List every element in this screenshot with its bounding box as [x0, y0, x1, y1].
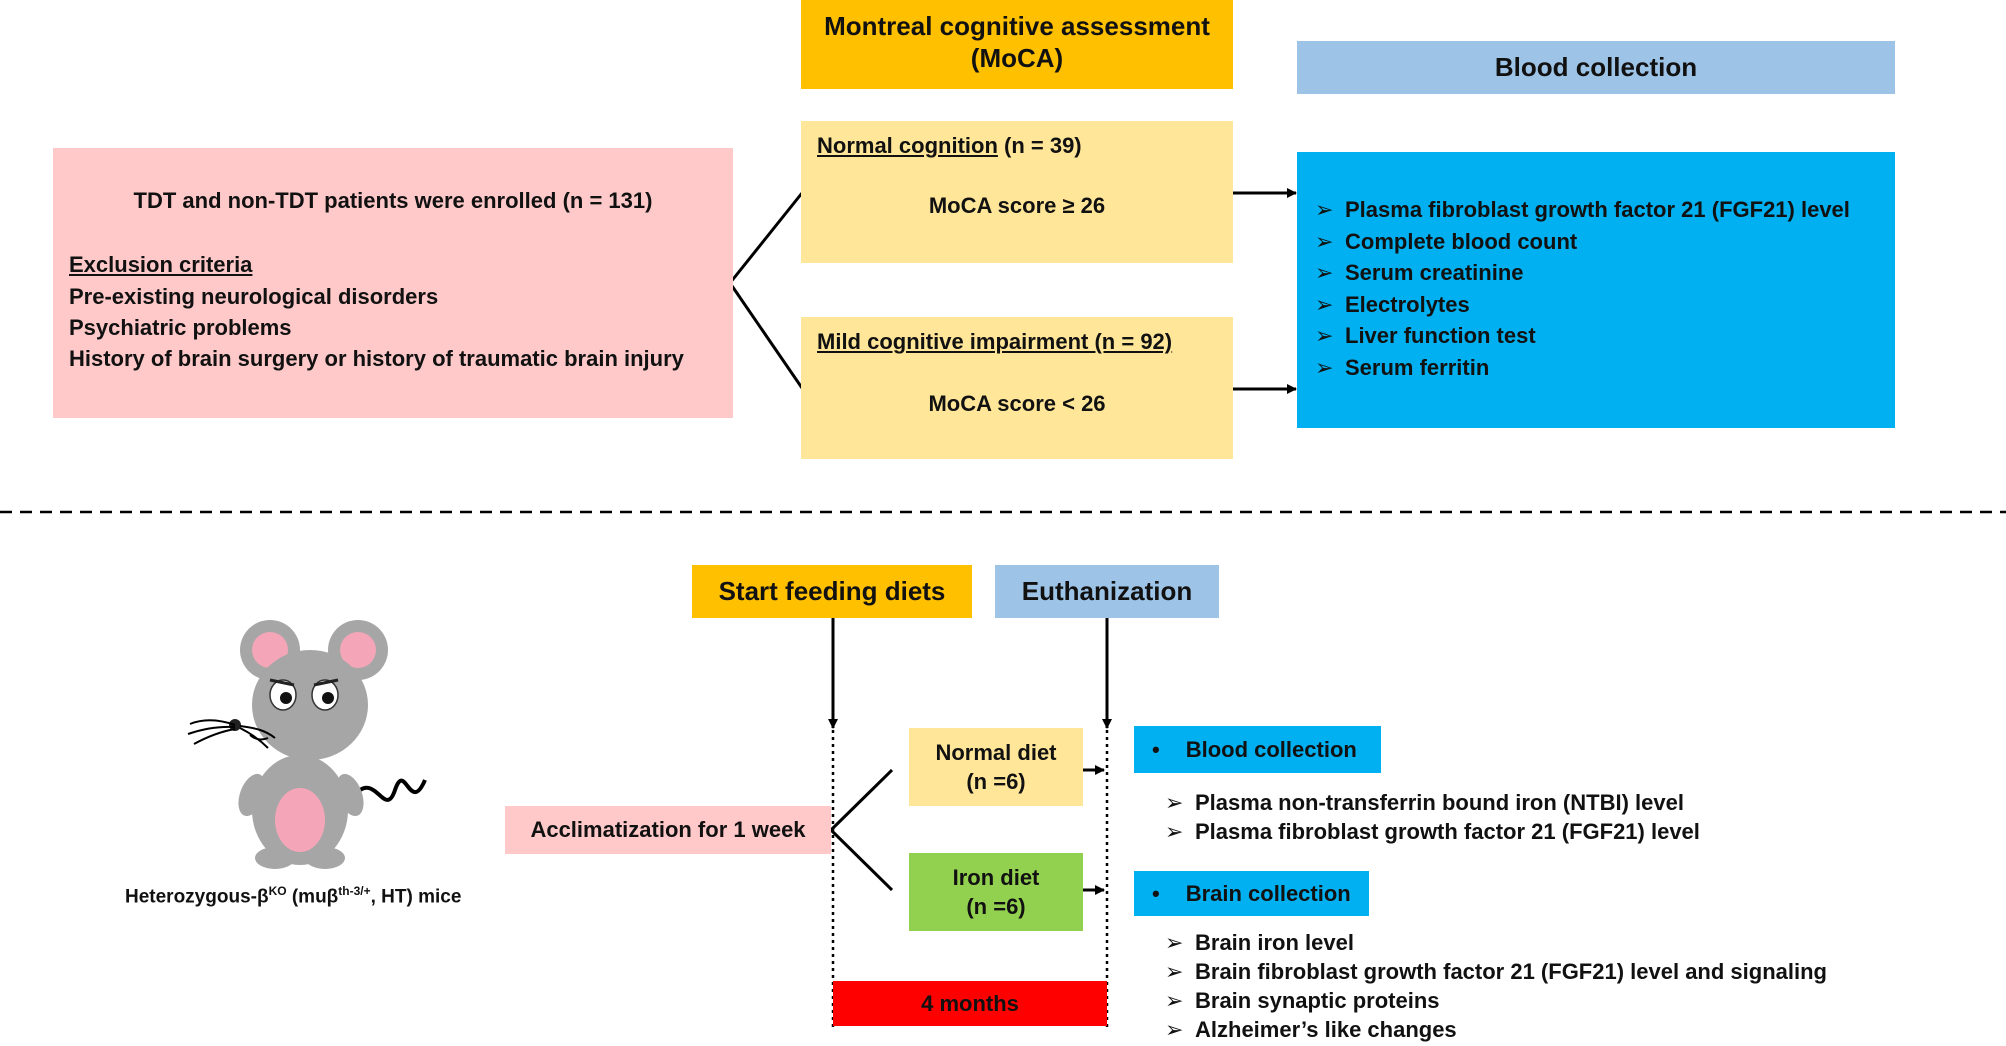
blood-collection-box: Plasma fibroblast growth factor 21 (FGF2… — [1297, 152, 1895, 428]
branch-line-upper — [728, 192, 804, 284]
normal-cognition-label: Normal cognition — [817, 133, 998, 158]
normal-diet-box: Normal diet (n =6) — [909, 728, 1083, 806]
diet-branch-upper — [829, 768, 894, 832]
normal-cognition-score: MoCA score ≥ 26 — [928, 193, 1106, 218]
blood-test-item: Complete blood count — [1315, 226, 1850, 258]
branch-line-lower — [728, 282, 804, 389]
enrollment-box: TDT and non-TDT patients were enrolled (… — [53, 148, 733, 418]
brain-test-item: Brain fibroblast growth factor 21 (FGF21… — [1165, 957, 1827, 986]
enrollment-title: TDT and non-TDT patients were enrolled (… — [133, 188, 653, 213]
exclusion-item: History of brain surgery or history of t… — [69, 346, 684, 371]
diet-branch-lower — [829, 828, 894, 892]
brain-test-item: Brain iron level — [1165, 928, 1827, 957]
blood-test-item: Serum creatinine — [1315, 257, 1850, 289]
brain-tests: Brain iron level Brain fibroblast growth… — [1165, 928, 1827, 1044]
normal-diet-label: Normal diet — [935, 740, 1057, 765]
mci-label: Mild cognitive impairment (n = 92) — [817, 329, 1173, 354]
blood-test-item: Serum ferritin — [1315, 352, 1850, 384]
mouse-label: Heterozygous-βKO (muβth-3/+, HT) mice — [125, 884, 462, 908]
blood-test-item: Electrolytes — [1315, 289, 1850, 321]
exclusion-item: Pre-existing neurological disorders — [69, 284, 439, 309]
blood-collection-title: Blood collection — [1152, 737, 1357, 762]
iron-diet-box: Iron diet (n =6) — [909, 853, 1083, 931]
brain-test-item: Alzheimer’s like changes — [1165, 1015, 1827, 1044]
mci-box: Mild cognitive impairment (n = 92) MoCA … — [801, 317, 1233, 459]
moca-header-line2: (MoCA) — [970, 43, 1064, 73]
normal-diet-count: (n =6) — [966, 769, 1026, 794]
iron-diet-count: (n =6) — [966, 894, 1026, 919]
iron-diet-label: Iron diet — [952, 865, 1040, 890]
exclusion-header: Exclusion criteria — [69, 252, 253, 277]
mouse-blood-test-item: Plasma non-transferrin bound iron (NTBI)… — [1165, 788, 1700, 817]
blood-test-item: Plasma fibroblast growth factor 21 (FGF2… — [1315, 194, 1850, 226]
brain-test-item: Brain synaptic proteins — [1165, 986, 1827, 1015]
euthanization-box: Euthanization — [995, 565, 1219, 618]
mouse-blood-tests: Plasma non-transferrin bound iron (NTBI)… — [1165, 788, 1700, 846]
start-feeding-box: Start feeding diets — [692, 565, 972, 618]
blood-test-list: Plasma fibroblast growth factor 21 (FGF2… — [1315, 194, 1850, 383]
normal-cognition-count: (n = 39) — [997, 133, 1082, 158]
mci-score: MoCA score < 26 — [928, 391, 1106, 416]
blood-collection-header: Blood collection — [1297, 41, 1895, 94]
duration-bar: 4 months — [833, 981, 1107, 1026]
exclusion-item: Psychiatric problems — [69, 315, 292, 340]
acclimatization-box: Acclimatization for 1 week — [505, 806, 831, 854]
blood-collection-tag: Blood collection — [1134, 726, 1381, 773]
moca-header-line1: Montreal cognitive assessment — [824, 11, 1210, 41]
brain-collection-title: Brain collection — [1152, 881, 1351, 906]
mouse-illustration — [187, 620, 427, 869]
mouse-blood-test-item: Plasma fibroblast growth factor 21 (FGF2… — [1165, 817, 1700, 846]
blood-test-item: Liver function test — [1315, 320, 1850, 352]
moca-header: Montreal cognitive assessment (MoCA) — [801, 0, 1233, 89]
normal-cognition-box: Normal cognition (n = 39) MoCA score ≥ 2… — [801, 121, 1233, 263]
brain-collection-tag: Brain collection — [1134, 871, 1369, 916]
